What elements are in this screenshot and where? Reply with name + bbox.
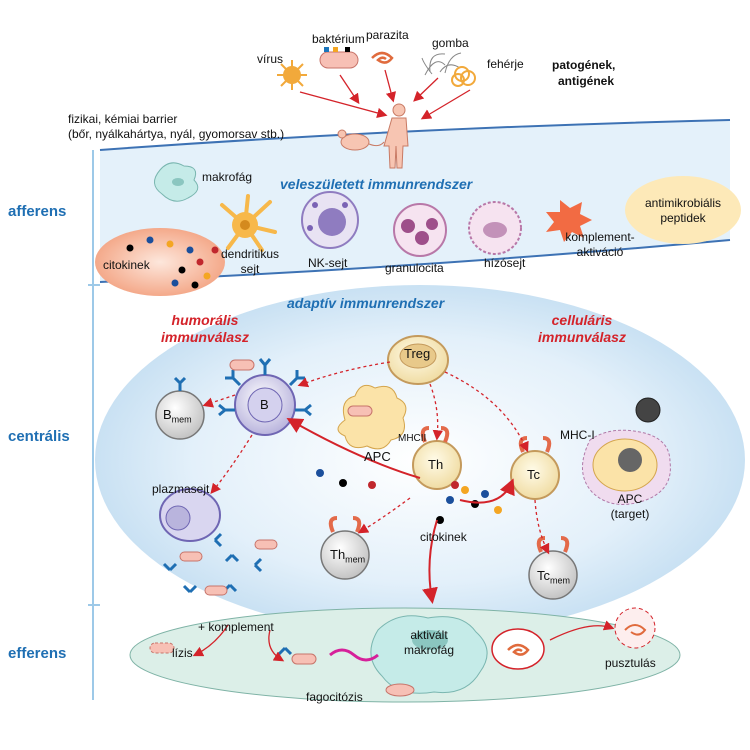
virus-label: vírus — [257, 52, 284, 66]
destruction-label: pusztulás — [605, 656, 656, 670]
barrier-line1: fizikai, kémiai barrier — [68, 112, 178, 126]
parasite-icon — [371, 51, 394, 64]
antigen-complexes — [179, 539, 278, 596]
mast-cell-label: hízósejt — [484, 256, 526, 270]
adaptive-title: adaptív immunrendszer — [287, 295, 445, 311]
humoral-title-line1: humorális — [171, 312, 239, 328]
complement-label-line1: komplement- — [565, 230, 635, 244]
efferent-label: efferens — [8, 645, 67, 662]
complement-plus-label: + komplement — [198, 620, 274, 634]
innate-title: veleszületett immunrendszer — [280, 176, 473, 192]
tcmem-label: Tcmem — [537, 568, 570, 586]
antigen-on-b-cell — [229, 359, 255, 371]
amp-label-line1: antimikrobiális — [644, 196, 722, 210]
bmem-label: Bmem — [163, 407, 192, 425]
activated-macrophage-line2: makrofág — [403, 643, 455, 657]
pathogens-heading-line1: patogének, — [552, 58, 616, 72]
thmem-label: Thmem — [330, 547, 366, 565]
human-icon — [383, 103, 409, 169]
thmem-cell-icon — [320, 516, 370, 580]
b-cell-icon — [218, 358, 312, 436]
complement-activation-icon — [546, 200, 592, 242]
granulocyte-label: granulocita — [385, 261, 444, 275]
protein-icon — [451, 66, 476, 87]
dendritic-cell-icon — [220, 194, 277, 252]
mouse-icon — [337, 129, 385, 151]
cellular-title-line1: celluláris — [551, 312, 613, 328]
b-cell-label: B — [260, 397, 269, 412]
bacterium-label: baktérium — [312, 32, 365, 46]
treg-label: Treg — [404, 346, 431, 361]
activated-macrophage-icon — [370, 615, 488, 694]
innate-cytokines-label: citokinek — [103, 258, 150, 272]
apc-label: APC — [364, 449, 391, 464]
phagocytosis-complex — [277, 646, 415, 697]
nk-cell-label: NK-sejt — [308, 256, 348, 270]
th-label: Th — [428, 457, 444, 472]
macrophage-label: makrofág — [202, 170, 253, 184]
phagocytosis-label: fagocitózis — [306, 690, 363, 704]
macrophage-icon — [154, 162, 199, 202]
antimicrobial-peptides-icon — [625, 176, 741, 244]
activated-macrophage-line1: aktivált — [410, 628, 448, 642]
plasma-cell-icon — [159, 488, 221, 542]
pathogens-heading-line2: antigének — [558, 74, 615, 88]
plasma-cell-label: plazmasejt — [152, 482, 210, 496]
antibodies-icon — [162, 532, 263, 594]
adaptive-cytokines-label: citokinek — [420, 530, 467, 544]
destroyed-pathogen-icon — [614, 607, 656, 649]
treg-cell-icon — [387, 335, 449, 385]
dendritic-label-line2: sejt — [240, 262, 260, 276]
afferent-label: afferens — [8, 203, 67, 220]
central-label: centrális — [8, 428, 70, 445]
lysis-antigen — [149, 642, 175, 654]
bmem-cell-icon — [155, 376, 205, 440]
th-cell-icon — [412, 426, 462, 490]
lysis-label: lízis — [172, 646, 193, 660]
amp-label-line2: peptidek — [660, 211, 706, 225]
engulfed-pathogen-icon — [491, 628, 545, 670]
bacterium-icon — [319, 47, 359, 69]
apc-cell-icon — [337, 384, 407, 450]
nk-cell-icon — [301, 191, 359, 249]
cellular-title-line2: immunválasz — [538, 329, 626, 345]
cytokines-blob — [95, 228, 225, 296]
parasite-label: parazita — [366, 28, 409, 42]
mhci-label: MHC-I — [560, 428, 595, 442]
granulocyte-icon — [393, 203, 447, 257]
apc-target-line1: APC — [617, 492, 643, 506]
mhcii-label: MHCII — [398, 433, 427, 444]
humoral-title-line2: immunválasz — [161, 329, 249, 345]
protein-label: fehérje — [487, 57, 524, 71]
target-apc-icon — [582, 397, 671, 505]
apc-target-line2: (target) — [610, 507, 650, 521]
dendritic-label-line1: dendritikus — [220, 247, 280, 261]
virus-icon — [277, 60, 307, 90]
complement-label-line2: aktiváció — [576, 245, 624, 259]
fungus-icon — [421, 52, 462, 76]
tc-label: Tc — [527, 467, 540, 482]
barrier-line2: (bőr, nyálkahártya, nyál, gyomorsav stb.… — [68, 127, 285, 141]
mast-cell-icon — [468, 201, 522, 255]
fungus-label: gomba — [432, 36, 469, 50]
